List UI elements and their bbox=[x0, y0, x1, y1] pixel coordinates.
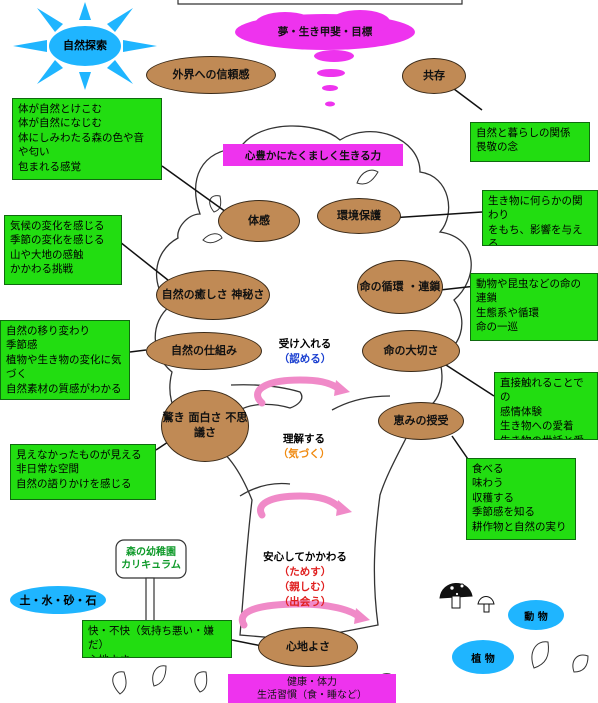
signpost bbox=[115, 539, 187, 637]
life-cycle-oval: 命の循環 ・連鎖 bbox=[357, 260, 443, 314]
mystery-oval: 自然の癒しさ 神秘さ bbox=[156, 270, 270, 320]
flow-arrowheads bbox=[334, 380, 370, 624]
dreams-label: 夢・生き甲斐・目標 bbox=[277, 26, 373, 38]
plants-oval: 植 物 bbox=[452, 640, 514, 674]
flow-arrows bbox=[238, 376, 362, 629]
env-protect-oval: 環境保護 bbox=[317, 198, 401, 234]
understand-label: 理解する bbox=[283, 433, 325, 445]
comfort-oval: 心地よさ bbox=[258, 627, 358, 667]
wonder-oval: 驚き 面白さ 不思議さ bbox=[161, 390, 249, 462]
seasons-note: 自然の移り変わり 季節感 植物や生き物の変化に気 づく 自然素材の質感がわかる bbox=[0, 320, 130, 400]
top-frame bbox=[177, 0, 463, 5]
animals-oval: 動 物 bbox=[508, 600, 564, 630]
sun-icon bbox=[13, 2, 157, 90]
nature-discovery-label: 自然探索 bbox=[63, 39, 107, 52]
health-banner: 健康・体力 生活習慣（食・睡など） bbox=[228, 674, 396, 703]
engage-label: 安心してかかわる bbox=[263, 551, 347, 563]
contact-note: 直接触れることでの 感情体験 生き物への愛着 生き物の世話と愛情 bbox=[494, 372, 598, 440]
soil-water-oval: 土・水・砂・石 bbox=[10, 586, 106, 614]
trust-oval: 外界への信頼感 bbox=[146, 56, 276, 94]
accept-sub-label: （認める） bbox=[278, 353, 332, 365]
harvest-note: 食べる 味わう 収穫する 季節感を知る 耕作物と自然の実り bbox=[466, 458, 576, 540]
accept-label: 受け入れる bbox=[278, 338, 332, 350]
coexist-note: 自然と暮らしの関係 畏敬の念 bbox=[470, 122, 590, 162]
creatures-note: 生き物に何らかの関わり をもち、影響を与える のとしてみる目や感覚 bbox=[482, 190, 598, 246]
coexist-oval: 共存 bbox=[402, 58, 466, 94]
comfort-note: 快・不快（気持ち悪い・嫌だ） 心地よさ bbox=[82, 620, 232, 658]
blessing-oval: 恵みの授受 bbox=[378, 402, 464, 440]
food-chain-note: 動物や昆虫などの命の 連鎖 生態系や循環 命の一巡 bbox=[470, 273, 598, 341]
sign-label: 森の幼稚園 カリキュラム bbox=[121, 547, 181, 571]
living-power-banner: 心豊かにたくましく生きる力 bbox=[223, 144, 403, 166]
connectors bbox=[119, 85, 495, 647]
weather-note: 気候の変化を感じる 季節の変化を感じる 山や大地の感触 かかわる挑戦 bbox=[4, 215, 122, 285]
understand-sub-label: （気づく） bbox=[277, 448, 331, 460]
body-sense-oval: 体感 bbox=[218, 200, 300, 242]
mechanism-oval: 自然の仕組み bbox=[146, 332, 262, 370]
life-value-oval: 命の大切さ bbox=[362, 330, 460, 372]
mushroom-icon bbox=[439, 583, 495, 613]
engage-sub-label: （ためす） （親しむ） （出会う） bbox=[278, 566, 332, 609]
body-feel-note: 体が自然とけこむ 体が自然になじむ 体にしみわたる森の色や音 や匂い 包まれる感… bbox=[12, 98, 162, 180]
dream-cloud bbox=[235, 10, 415, 107]
hidden-note: 見えなかったものが見える 非日常な空間 自然の語りかけを感じる bbox=[10, 444, 156, 500]
